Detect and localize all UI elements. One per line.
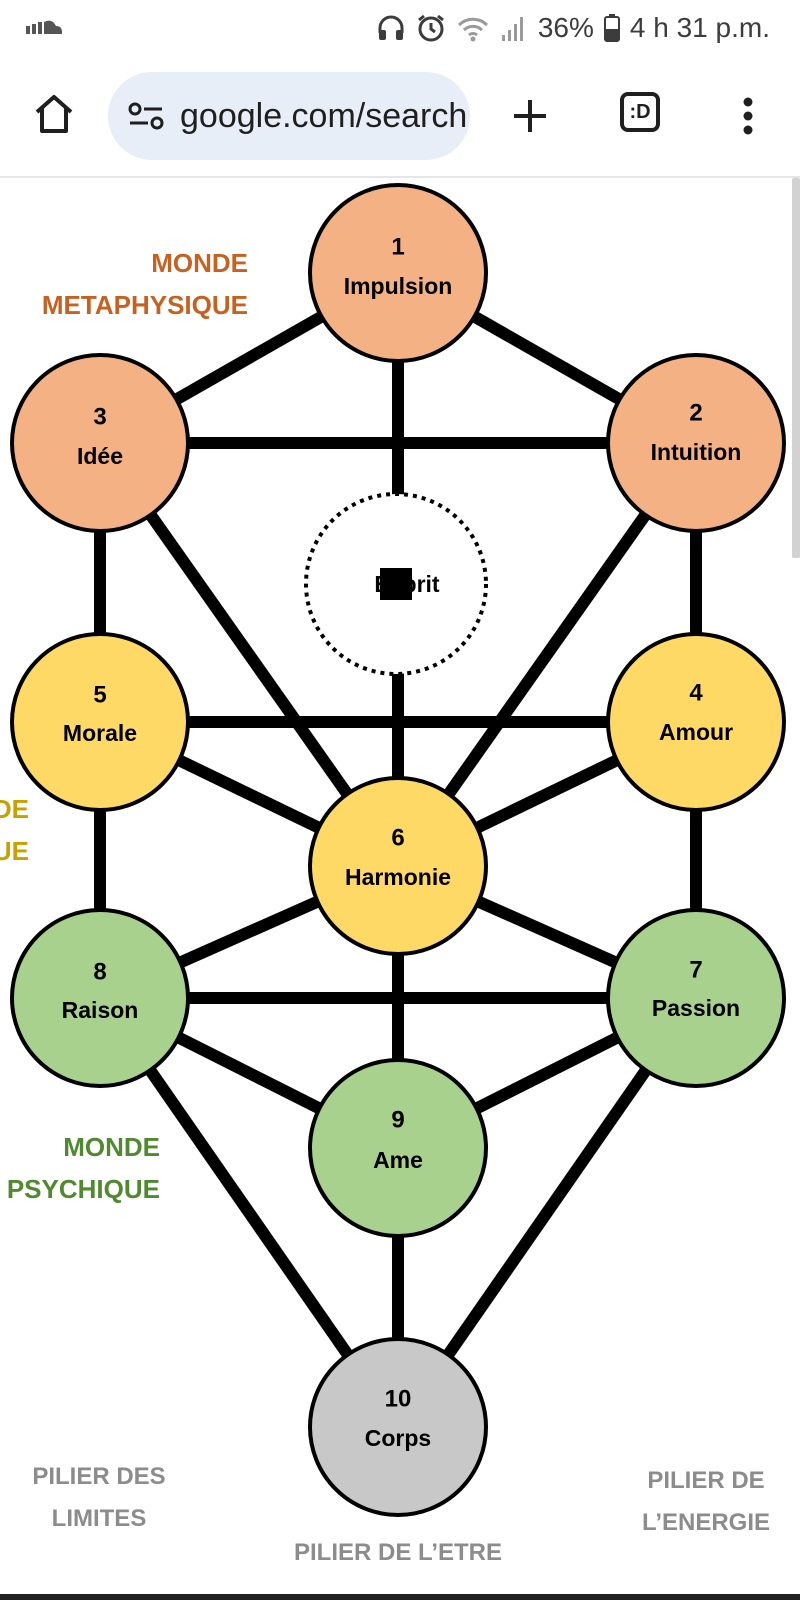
more-menu-button[interactable]: [724, 86, 772, 146]
node-4: 4 Amour: [606, 632, 786, 812]
node-number: 10: [385, 1386, 412, 1413]
world-label-partial: DE UE: [0, 794, 29, 866]
new-tab-button[interactable]: [500, 86, 560, 146]
pillar-limites-line: PILIER DES: [32, 1463, 165, 1490]
node-label: Ame: [373, 1147, 423, 1173]
node-7: 7 Passion: [606, 908, 786, 1088]
node-9: 9 Ame: [308, 1058, 488, 1238]
status-bar: 36% 4 h 31 p.m.: [0, 0, 800, 56]
page-content: Esprit 1 Impulsion 2 Intuition 3 Idée 4 …: [0, 178, 800, 1600]
pillar-limites-line: LIMITES: [52, 1505, 147, 1532]
node-2: 2 Intuition: [606, 353, 786, 533]
wifi-icon: [456, 13, 490, 43]
plus-icon: [514, 100, 546, 132]
node-10: 10 Corps: [308, 1337, 488, 1517]
url-text[interactable]: google.com/search: [180, 96, 468, 135]
node-label: Passion: [652, 995, 740, 1021]
node-8: 8 Raison: [10, 908, 190, 1088]
node-number: 7: [689, 957, 702, 984]
tree-of-life-diagram: Esprit 1 Impulsion 2 Intuition 3 Idée 4 …: [0, 183, 786, 1566]
world-label-line: MONDE: [63, 1132, 160, 1162]
node-label: Harmonie: [345, 864, 451, 890]
world-label-line: METAPHYSIQUE: [42, 290, 248, 320]
node-6: 6 Harmonie: [308, 776, 488, 956]
node-label: Impulsion: [344, 273, 453, 299]
node-number: 4: [689, 680, 703, 707]
node-label: Raison: [62, 997, 139, 1023]
node-number: 6: [391, 825, 404, 852]
home-button[interactable]: [26, 86, 82, 142]
node-number: 1: [391, 234, 404, 261]
pillar-energie-line: L’ENERGIE: [642, 1509, 770, 1536]
battery-icon: [603, 13, 620, 43]
world-label-psychique: MONDE PSYCHIQUE: [7, 1132, 160, 1204]
pillar-energie-line: PILIER DE: [647, 1467, 764, 1494]
world-label-line: UE: [0, 836, 29, 866]
home-icon: [35, 95, 73, 133]
node-3: 3 Idée: [10, 353, 190, 533]
node-label: Corps: [365, 1425, 431, 1451]
node-number: 3: [93, 404, 106, 431]
node-label: Morale: [63, 720, 137, 746]
tab-switcher-button[interactable]: :D: [620, 92, 660, 132]
pillar-etre-label: PILIER DE L’ETRE: [294, 1539, 502, 1566]
node-number: 9: [391, 1107, 404, 1134]
node-number: 2: [689, 400, 702, 427]
address-bar[interactable]: google.com/search: [108, 72, 470, 160]
gesture-bar: [0, 1594, 800, 1600]
world-label-line: PSYCHIQUE: [7, 1174, 160, 1204]
pillar-labels: PILIER DES LIMITES PILIER DE L’ENERGIE P…: [32, 1463, 770, 1566]
node-number: 5: [93, 682, 106, 709]
node-label: Intuition: [651, 439, 742, 465]
battery-percent: 36%: [537, 12, 594, 43]
node-number: 8: [93, 959, 106, 986]
world-label-line: DE: [0, 794, 29, 824]
node-1: 1 Impulsion: [308, 183, 488, 363]
signal-icon: [500, 13, 528, 43]
node-label: Idée: [77, 443, 123, 469]
alarm-icon: [416, 13, 446, 43]
site-info-icon[interactable]: [124, 94, 168, 138]
status-time: 4 h 31 p.m.: [629, 12, 770, 43]
node-5: 5 Morale: [10, 632, 190, 812]
world-label-line: MONDE: [151, 248, 248, 278]
world-label-metaphysique: MONDE METAPHYSIQUE: [42, 248, 248, 320]
cloud-icon: [24, 14, 64, 42]
esprit-label: Esprit: [374, 571, 440, 597]
node-label: Amour: [659, 719, 733, 745]
browser-toolbar: google.com/search :D: [0, 56, 800, 178]
page-scrollbar[interactable]: [792, 178, 800, 558]
headphones-icon: [376, 13, 406, 43]
more-vert-icon: [743, 97, 753, 135]
